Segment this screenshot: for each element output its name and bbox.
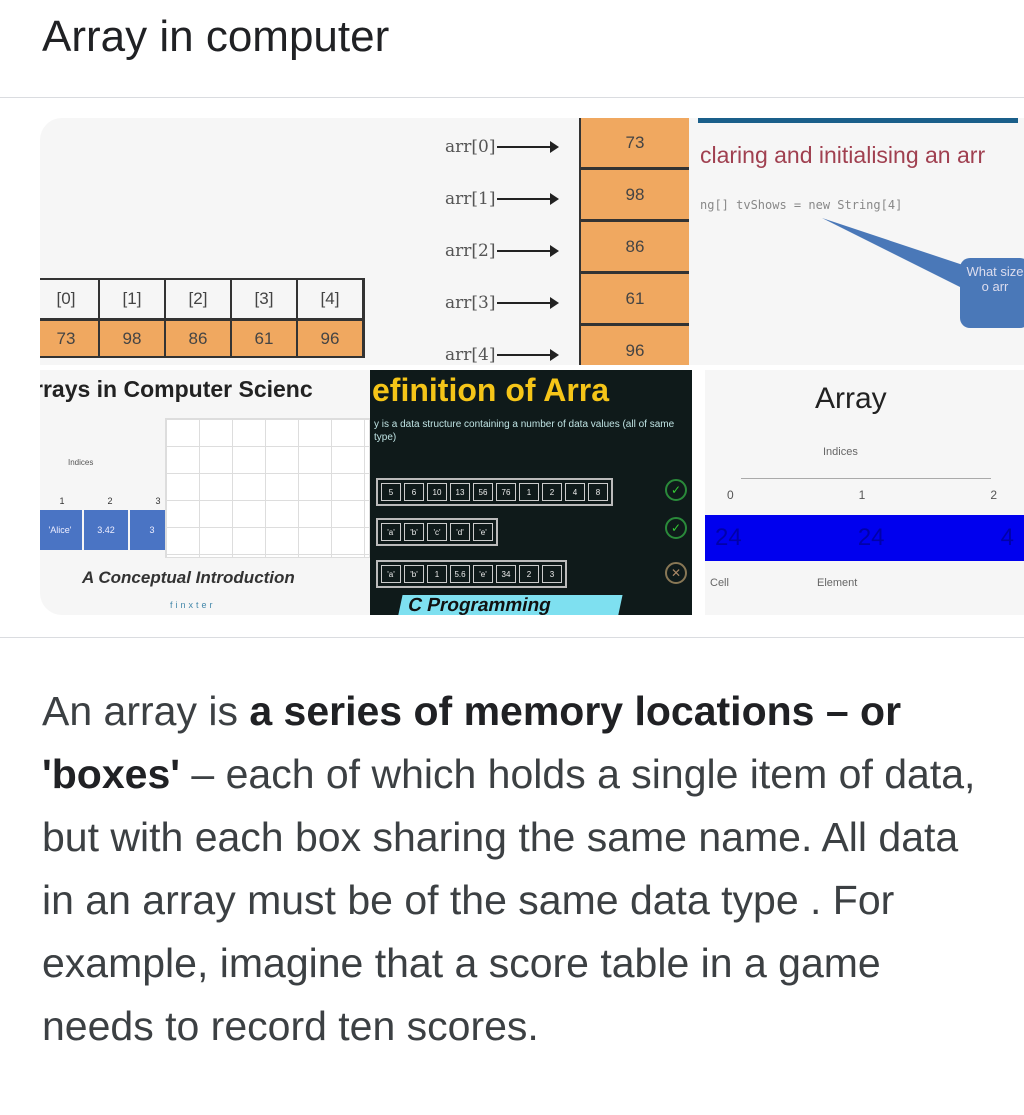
pointer-label: arr[1] [445, 189, 496, 209]
answer-text: An array is [42, 688, 250, 734]
memory-box: 98 [581, 170, 689, 222]
arrow-icon [497, 349, 560, 361]
answer-text: – each of which holds a single item of d… [42, 751, 976, 1049]
indices-label: Indices [68, 458, 94, 467]
divider [0, 97, 1024, 98]
arrow-icon [497, 245, 560, 257]
index-cell: [4] [298, 280, 364, 318]
pointer-row: arr[3] [445, 280, 560, 326]
array-cell: 5 [381, 483, 401, 501]
indices-label: Indices [823, 446, 858, 458]
cross-icon: ✕ [665, 562, 687, 584]
value-cell: 73 [40, 318, 100, 356]
image-result-array-memory[interactable]: arr[0] 73 arr[1] 98 arr[2] 86 arr[3] 61 arr[4] 96 [365, 118, 692, 365]
array-cell: 1 [427, 565, 447, 583]
page-title: Array in computer [42, 12, 390, 61]
index-label: 2 [990, 488, 997, 502]
index-label: 2 [107, 496, 113, 506]
array-cell: 4 [565, 483, 585, 501]
index-label: 3 [155, 496, 161, 506]
pointer-label: arr[3] [445, 293, 496, 313]
index-label: 1 [858, 488, 866, 502]
arrow-icon [497, 193, 560, 205]
pointer-row: arr[4] [445, 332, 560, 365]
value-cell: 98 [100, 318, 166, 356]
value-cell: 96 [298, 318, 364, 356]
array-cell: 'd' [450, 523, 470, 541]
caption: A Conceptual Introduction [82, 568, 295, 587]
array-cell: 3.42 [84, 510, 128, 550]
image-heading: Array [815, 382, 887, 415]
memory-box: 96 [581, 326, 689, 365]
index-cell: [1] [100, 280, 166, 318]
array-cell: 'a' [381, 523, 401, 541]
element-label: Element [817, 577, 858, 589]
array-cell: 34 [496, 565, 516, 583]
image-result-definition-of-array[interactable]: efinition of Arra y is a data structure … [370, 370, 692, 615]
array-cell: 24 [857, 524, 885, 551]
array-cell: 76 [496, 483, 516, 501]
array-cell: 5.6 [450, 565, 470, 583]
pointer-row: arr[2] [445, 228, 560, 274]
index-label: 1 [59, 496, 65, 506]
subtitle: y is a data structure containing a numbe… [374, 419, 675, 443]
image-result-arrays-cs[interactable]: rrays in Computer Scienc Indices 1 2 3 'Al… [40, 370, 370, 615]
array-cell: 'e' [473, 565, 493, 583]
index-label: 0 [727, 488, 734, 502]
image-result-declaring-array[interactable]: claring and initialising an arr ng[] tvS… [692, 118, 1024, 365]
index-cell: [0] [40, 280, 100, 318]
check-icon: ✓ [665, 479, 687, 501]
check-icon: ✓ [665, 517, 687, 539]
memory-box: 86 [581, 222, 689, 274]
code-line: ng[] tvShows = new String[4] [700, 198, 903, 212]
array-cell: 24 [715, 524, 742, 551]
image-heading: efinition of Arra [372, 372, 610, 408]
array-cell: 'Alice' [40, 510, 82, 550]
pointer-label: arr[4] [445, 345, 496, 365]
arrow-icon [497, 141, 560, 153]
array-cell: 'c' [427, 523, 447, 541]
value-cell: 61 [232, 318, 298, 356]
array-cell: 6 [404, 483, 424, 501]
arrow-icon [497, 297, 560, 309]
slide-heading: claring and initialising an arr [700, 142, 986, 168]
pointer-label: arr[2] [445, 241, 496, 261]
index-cell: [2] [166, 280, 232, 318]
value-cell: 86 [166, 318, 232, 356]
array-cell: 'b' [404, 523, 424, 541]
array-cell: 2 [519, 565, 539, 583]
array-cell: 8 [588, 483, 608, 501]
memory-box: 73 [581, 118, 689, 170]
pointer-label: arr[0] [445, 137, 496, 157]
array-cell: 56 [473, 483, 493, 501]
index-cell: [3] [232, 280, 298, 318]
cell-label: Cell [710, 577, 729, 589]
answer-snippet: An array is a series of memory locations… [42, 680, 992, 1058]
image-result-array-cells[interactable]: Array Indices 0 1 2 24 24 4 Cell Element [705, 370, 1024, 615]
pointer-row: arr[1] [445, 176, 560, 222]
divider [0, 637, 1024, 638]
array-cell: 'a' [381, 565, 401, 583]
pointer-row: arr[0] [445, 124, 560, 170]
array-cell: 10 [427, 483, 447, 501]
array-cell: 1 [519, 483, 539, 501]
array-cell: 2 [542, 483, 562, 501]
array-cell: 13 [450, 483, 470, 501]
answer-highlight: a series of memory locations – or 'boxes… [42, 688, 902, 797]
array-cell: 4 [1000, 524, 1014, 551]
banner: C Programming [397, 595, 623, 615]
brand: finxter [170, 600, 216, 610]
callout: What size o arr [960, 258, 1024, 328]
image-heading: rrays in Computer Scienc [40, 376, 313, 402]
array-cell: 'e' [473, 523, 493, 541]
array-cell: 3 [542, 565, 562, 583]
array-cell: 'b' [404, 565, 424, 583]
memory-box: 61 [581, 274, 689, 326]
